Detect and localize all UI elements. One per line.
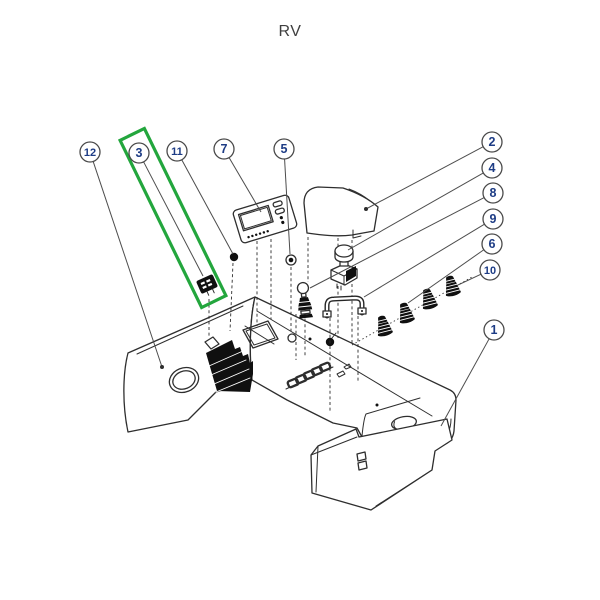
bracket-top-inner: [310, 436, 358, 456]
deck-front-edge: [256, 310, 433, 417]
armrest: [303, 186, 379, 237]
diagram-title: RV: [279, 23, 302, 40]
callout-circle-3: [128, 142, 150, 164]
estop-button: [330, 244, 358, 291]
callout-circle-2: [481, 131, 503, 153]
leader-line-11: [181, 159, 234, 255]
leader-line-6: [407, 249, 484, 304]
callout-number-6: 6: [489, 237, 496, 251]
callout-number-8: 8: [490, 186, 497, 200]
armrest-seam: [348, 188, 371, 202]
callout-number-9: 9: [490, 212, 497, 226]
callout-circle-8: [482, 182, 504, 204]
highlight-box: [117, 126, 229, 310]
bracket-clip-2: [357, 460, 368, 471]
drop-line-wellnut: [229, 262, 234, 332]
deck-dot-1: [308, 337, 312, 341]
joystick: [296, 281, 314, 319]
grommet: [285, 254, 297, 266]
leader-line-3: [143, 161, 204, 277]
plate-inner-edge: [361, 397, 421, 437]
callout-number-11: 11: [171, 146, 183, 158]
callout-number-1: 1: [491, 323, 498, 337]
boot-2: [395, 300, 416, 326]
console-assembly: [123, 296, 457, 511]
grab-handle: [322, 295, 367, 319]
assembly-lines: [208, 237, 473, 412]
display-opening-outer: [242, 320, 279, 349]
callout-circle-7: [213, 138, 235, 160]
mounting-bracket: [310, 418, 453, 511]
callout-number-3: 3: [136, 146, 143, 160]
callout-number-2: 2: [489, 135, 496, 149]
deck-tab-mark-2: [343, 363, 352, 370]
vent-grille: [206, 340, 253, 392]
leader-line-7: [228, 157, 262, 213]
bracket-left-inner: [315, 445, 319, 493]
bracket-clip-1: [356, 451, 367, 462]
callout-number-7: 7: [221, 142, 228, 156]
callout-circle-1: [483, 319, 505, 341]
deck-dot-2: [375, 403, 379, 407]
boot-1: [373, 313, 394, 339]
leader-line-9: [363, 223, 485, 298]
vent-slat-line-4: [215, 377, 251, 393]
cup-recess: [168, 366, 200, 394]
callout-number-4: 4: [489, 161, 496, 175]
leader-line-2: [365, 146, 484, 210]
callout-number-5: 5: [281, 142, 288, 156]
callout-circle-10: [479, 259, 501, 281]
vent-slat-line-2: [210, 359, 247, 376]
vent-slat-line-1: [208, 350, 244, 367]
callout-circle-11: [166, 140, 188, 162]
boot-3: [418, 286, 439, 312]
switch-square-hole: [204, 336, 220, 350]
deck-grommet-pin: [331, 332, 337, 339]
callout-circle-9: [482, 208, 504, 230]
bracket-step-inner: [375, 469, 433, 507]
armrest-tick: [352, 229, 362, 239]
leader-line-5: [284, 159, 291, 255]
callout-circle-6: [481, 233, 503, 255]
callout-number-10: 10: [484, 265, 496, 277]
callout-circle-5: [273, 138, 295, 160]
rocker-switch: [196, 274, 218, 296]
callout-circle-4: [481, 157, 503, 179]
leader-line-12: [92, 161, 163, 368]
vent-slat-line-3: [213, 368, 250, 385]
display-unit: [232, 194, 298, 244]
deck-tab-mark-1: [336, 370, 346, 378]
callout-circle-12: [79, 141, 101, 163]
callouts-layer: 12 3 11 7 5 2 4 8 9 6 10 1: [79, 131, 505, 427]
leader-dot-12: [160, 365, 164, 369]
leader-dot-2: [364, 207, 368, 211]
display-opening-inner: [245, 323, 276, 346]
leader-line-8: [309, 197, 485, 289]
leader-line-10: [457, 273, 481, 286]
leader-line-1: [440, 338, 490, 427]
display-opening-diagonal: [244, 325, 275, 345]
loose-parts: [196, 186, 462, 339]
boot-axis-line: [351, 276, 473, 346]
leader-line-4: [347, 172, 484, 251]
callout-number-12: 12: [84, 147, 96, 159]
well-nut: [229, 252, 239, 262]
